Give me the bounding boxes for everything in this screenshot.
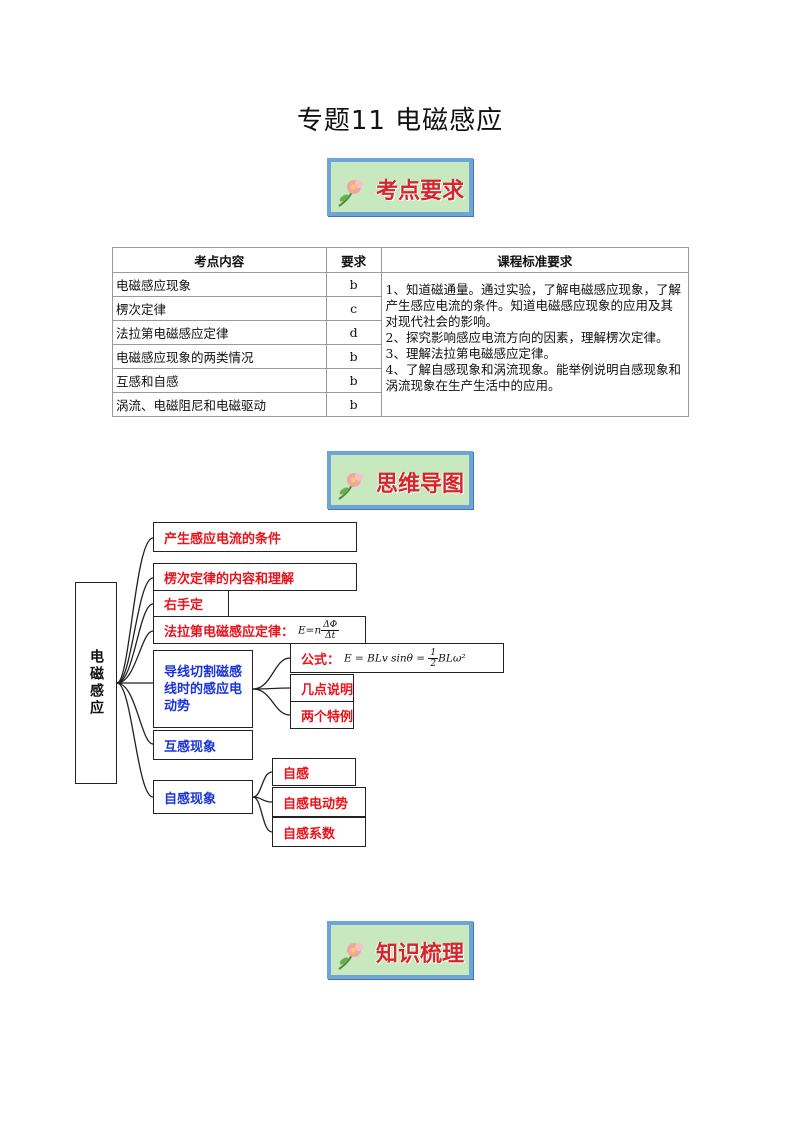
section-banner-requirements: 考点要求 [327,158,473,216]
flower-icon [338,943,363,970]
standard-line: 3、理解法拉第电磁感应定律。 [385,346,557,361]
level-cell: b [325,272,382,297]
topic-cell: 法拉第电磁感应定律 [112,320,327,345]
node-self-induced-emf: 自感电动势 [272,787,366,817]
level-cell: b [325,392,382,417]
topic-cell: 电磁感应现象 [112,272,327,297]
requirements-table: 考点内容 要求 课程标准要求 电磁感应现象 b 1、知道磁通量。通过实验，了解电… [112,247,690,417]
fraction-denominator: Δt [325,630,336,641]
node-notes: 几点说明 [290,674,354,702]
node-special-cases: 两个特例 [290,701,354,729]
fraction-denominator: 2 [430,658,437,669]
node-self-inductance: 自感 [272,758,356,786]
node-mutual-induction: 互感现象 [153,730,253,760]
flower-icon [338,473,363,500]
standard-line: 2、探究影响感应电流方向的因素，理解楞次定律。 [385,330,669,345]
standard-cell: 1、知道磁通量。通过实验，了解电磁感应现象，了解产生感应电流的条件。知道电磁感应… [380,272,690,417]
standard-line: 4、了解自感现象和涡流现象。能举例说明自感现象和涡流现象在生产生活中的应用。 [385,362,682,393]
faraday-label: 法拉第电磁感应定律： [164,624,295,640]
topic-cell: 楞次定律 [112,296,327,321]
banner-label: 考点要求 [375,179,464,204]
level-cell: b [325,368,382,393]
fraction-numerator: 1 [428,647,439,659]
formula-tail: BLω² [438,652,466,664]
section-banner-mindmap: 思维导图 [327,451,473,509]
node-induced-current-conditions: 产生感应电流的条件 [153,522,357,552]
table-row: 法拉第电磁感应定律 d [112,320,689,345]
table-row: 涡流、电磁阻尼和电磁驱动 b [112,392,689,417]
banner-label: 知识梳理 [375,942,464,967]
level-cell: b [325,344,382,369]
section-banner-knowledge: 知识梳理 [327,921,473,979]
node-lenz-law: 楞次定律的内容和理解 [153,563,357,591]
flower-icon [338,180,363,207]
banner-label: 思维导图 [375,472,464,497]
formula-main: E = BLv sinθ = [344,652,429,664]
table-row: 楞次定律 c [112,296,689,321]
mindmap-root: 电磁感应 [75,582,117,784]
level-cell: d [325,320,382,345]
level-cell: c [325,296,382,321]
node-self-induction: 自感现象 [153,780,253,814]
page-title: 专题11 电磁感应 [296,106,504,136]
topic-cell: 涡流、电磁阻尼和电磁驱动 [112,392,327,417]
fraction-numerator: ΔΦ [321,619,340,631]
node-right-hand-rule: 右手定 [153,590,229,617]
formula-label: 公式： [301,652,341,668]
node-motional-emf: 导线切割磁感线时的感应电动势 [153,650,253,728]
header-level: 要求 [325,247,382,273]
table-row: 电磁感应现象 b 1、知道磁通量。通过实验，了解电磁感应现象，了解产生感应电流的… [112,272,690,417]
node-inductance-coefficient: 自感系数 [272,817,366,847]
formula-lhs: E=n [298,624,322,636]
standard-line: 1、知道磁通量。通过实验，了解电磁感应现象，了解产生感应电流的条件。知道电磁感应… [385,282,682,329]
